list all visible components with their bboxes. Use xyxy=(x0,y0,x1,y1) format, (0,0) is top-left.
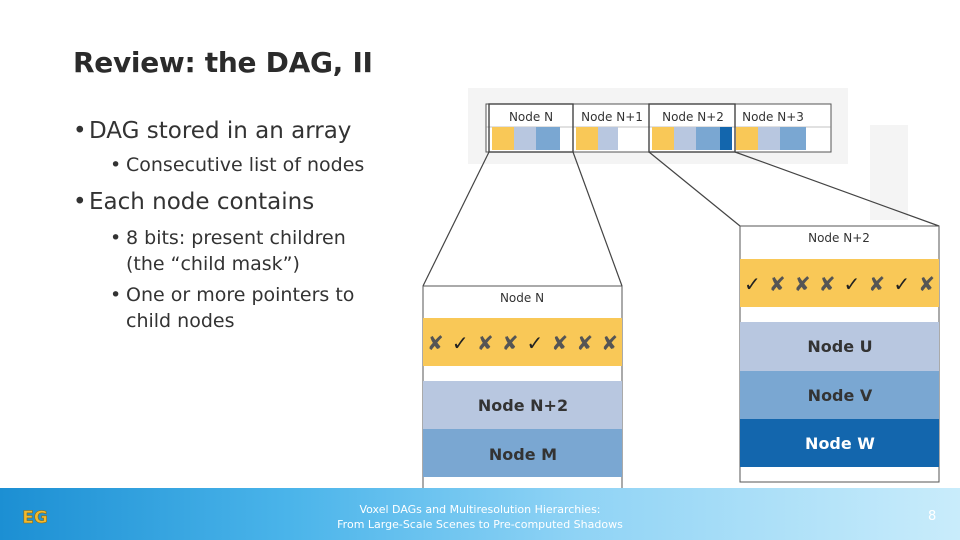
node-title: Node N+2 xyxy=(808,231,870,245)
array-cell-mask xyxy=(576,127,598,150)
node-n2-detail: Node N+2 ✓ ✘ ✘ ✘ ✓ ✘ ✓ ✘ Node U Node V Node W xyxy=(739,225,940,483)
array-cell-pointer xyxy=(720,127,732,150)
node-title: Node N xyxy=(500,291,544,305)
pointer-cell xyxy=(740,371,939,419)
decor-shadow xyxy=(870,125,908,220)
zoom-line xyxy=(648,151,741,227)
slide-title: Review: the DAG, II xyxy=(73,46,373,79)
check-icon: ✓ xyxy=(527,331,544,355)
sub-bullet-8-bits: •8 bits: present children(the “child mas… xyxy=(110,227,346,275)
pointer-label: Node N+2 xyxy=(478,396,568,415)
array-cell-pointer xyxy=(696,127,720,150)
zoom-line xyxy=(734,151,940,227)
array-cell-pointer xyxy=(674,127,696,150)
array-cell-mask xyxy=(492,127,514,150)
cross-icon: ✘ xyxy=(819,272,836,296)
check-icon: ✓ xyxy=(893,272,910,296)
array-cell-pointer xyxy=(780,127,806,150)
array-cell-mask xyxy=(736,127,758,150)
footer-line: Voxel DAGs and Multiresolution Hierarchi… xyxy=(359,503,601,516)
footer-caption: Voxel DAGs and Multiresolution Hierarchi… xyxy=(330,502,630,532)
bullet-text: DAG stored in an array xyxy=(89,118,352,144)
pointer-cell xyxy=(423,429,622,477)
zoom-line xyxy=(572,151,623,287)
pointer-label: Node U xyxy=(807,337,872,356)
node-array: Node N Node N+1 Node N+2 Node N+3 xyxy=(485,103,832,153)
pointer-label: Node W xyxy=(805,434,875,453)
cross-icon: ✘ xyxy=(918,272,935,296)
svg-text:EG: EG xyxy=(22,508,48,528)
check-icon: ✓ xyxy=(744,272,761,296)
cross-icon: ✘ xyxy=(794,272,811,296)
zoom-line xyxy=(422,151,490,287)
cross-icon: ✘ xyxy=(551,331,568,355)
pointer-cell xyxy=(423,381,622,429)
pointer-cell xyxy=(740,419,939,467)
footer-line: From Large-Scale Scenes to Pre-computed … xyxy=(337,518,623,531)
pointer-label: Node M xyxy=(489,445,557,464)
cross-icon: ✘ xyxy=(769,272,786,296)
bullet-dag-array: •DAG stored in an array xyxy=(73,118,352,144)
cross-icon: ✘ xyxy=(601,331,618,355)
pointer-label: Node V xyxy=(808,386,873,405)
cross-icon: ✘ xyxy=(576,331,593,355)
array-label: Node N+1 xyxy=(581,110,643,124)
cross-icon: ✘ xyxy=(427,331,444,355)
pointer-cell xyxy=(740,322,939,371)
bullet-text: One or more pointers to xyxy=(126,284,355,306)
bullet-text: Each node contains xyxy=(89,189,315,215)
sub-bullet-consecutive: •Consecutive list of nodes xyxy=(110,154,365,176)
highlight-node-n xyxy=(488,103,574,153)
array-label: Node N+3 xyxy=(742,110,804,124)
array-cell-pointer xyxy=(514,127,536,150)
cross-icon: ✘ xyxy=(868,272,885,296)
check-icon: ✓ xyxy=(844,272,861,296)
footer-bar xyxy=(0,488,960,540)
array-cell-pointer xyxy=(758,127,780,150)
bullet-text: (the “child mask”) xyxy=(126,253,300,275)
highlight-node-n2 xyxy=(648,103,736,153)
bullet-text: child nodes xyxy=(126,310,235,332)
array-cell-mask xyxy=(652,127,674,150)
array-cell-pointer xyxy=(598,127,618,150)
bullet-node-contains: •Each node contains xyxy=(73,189,315,215)
eurographics-logo-icon: EG xyxy=(22,508,48,528)
page-number: 8 xyxy=(928,509,937,524)
child-mask-bits: ✘ ✓ ✘ ✘ ✓ ✘ ✘ ✘ xyxy=(427,331,618,355)
array-label: Node N+2 xyxy=(662,110,724,124)
child-mask-bits: ✓ ✘ ✘ ✘ ✓ ✘ ✓ ✘ xyxy=(744,272,935,296)
bullet-text: Consecutive list of nodes xyxy=(126,154,365,176)
check-icon: ✓ xyxy=(452,331,469,355)
cross-icon: ✘ xyxy=(502,331,519,355)
cross-icon: ✘ xyxy=(477,331,494,355)
array-cell-pointer xyxy=(536,127,560,150)
node-n-detail: Node N ✘ ✓ ✘ ✘ ✓ ✘ ✘ ✘ Node N+2 Node M xyxy=(422,285,623,493)
array-label: Node N xyxy=(509,110,553,124)
child-mask-row xyxy=(423,318,622,366)
bullet-text: 8 bits: present children xyxy=(126,227,346,249)
child-mask-row xyxy=(740,259,939,307)
